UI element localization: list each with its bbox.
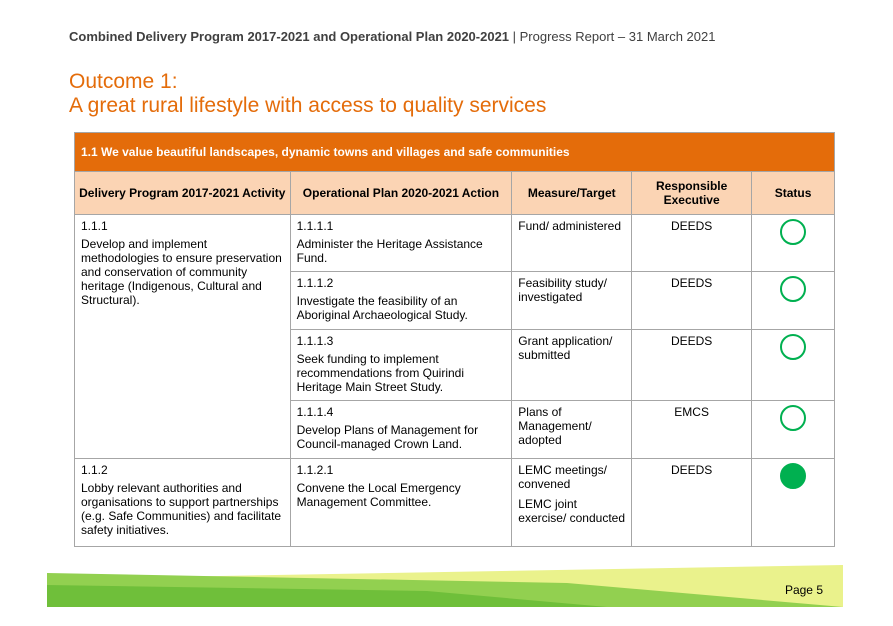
status-outline-green-circle-icon: [780, 219, 807, 245]
action-cell: 1.1.1.1 Administer the Heritage Assistan…: [289, 214, 513, 272]
status-outline-green-circle-icon: [780, 405, 807, 431]
outcome-title: Outcome 1: A great rural lifestyle with …: [69, 70, 546, 118]
table-row: 1.1.1.4 Develop Plans of Management for …: [75, 400, 835, 459]
page-number: Page 5: [784, 583, 823, 597]
action-text: Develop Plans of Management for Council-…: [296, 423, 479, 451]
table-row: 1.1.1.2 Investigate the feasibility of a…: [75, 271, 835, 330]
col-executive: Responsible Executive: [631, 171, 753, 215]
action-code: 1.1.1.4: [296, 405, 334, 419]
action-code: 1.1.1.3: [296, 334, 334, 348]
activity-code: 1.1.1: [81, 219, 108, 233]
outcome-title-line1: Outcome 1:: [69, 70, 178, 93]
activity-text: Develop and implement methodologies to e…: [81, 237, 282, 307]
measure-cell: Feasibility study/ investigated: [511, 271, 633, 330]
footer-decoration: [47, 565, 843, 607]
header-program-title: Combined Delivery Program 2017-2021 and …: [69, 29, 510, 44]
measure-cell: LEMC meetings/ convened LEMC joint exerc…: [511, 458, 633, 547]
measure-item: LEMC joint exercise/ conducted: [518, 497, 626, 525]
action-cell: 1.1.1.4 Develop Plans of Management for …: [289, 400, 513, 459]
col-measure: Measure/Target: [511, 171, 633, 215]
progress-table: 1.1 We value beautiful landscapes, dynam…: [74, 132, 835, 547]
status-filled-green-circle-icon: [780, 463, 807, 489]
action-text: Convene the Local Emergency Management C…: [296, 481, 461, 509]
col-status: Status: [751, 171, 835, 215]
measure-cell: Grant application/ submitted: [511, 329, 633, 401]
status-cell: [751, 458, 835, 547]
header-separator: |: [509, 29, 520, 44]
col-action: Operational Plan 2020-2021 Action: [289, 171, 513, 215]
measure-cell: Plans of Management/ adopted: [511, 400, 633, 459]
action-text: Administer the Heritage Assistance Fund.: [296, 237, 483, 265]
executive-cell: DEEDS: [631, 271, 753, 330]
action-text: Seek funding to implement recommendation…: [296, 352, 465, 394]
activity-text: Lobby relevant authorities and organisat…: [81, 481, 282, 537]
status-cell: [751, 400, 835, 459]
report-header: Combined Delivery Program 2017-2021 and …: [69, 29, 715, 44]
column-header-row: Delivery Program 2017-2021 Activity Oper…: [74, 171, 835, 215]
status-outline-green-circle-icon: [780, 276, 807, 302]
action-cell: 1.1.1.3 Seek funding to implement recomm…: [289, 329, 513, 401]
measure-item: LEMC meetings/ convened: [518, 463, 607, 491]
action-cell: 1.1.1.2 Investigate the feasibility of a…: [289, 271, 513, 330]
action-cell: 1.1.2.1 Convene the Local Emergency Mana…: [289, 458, 513, 547]
activity-code: 1.1.2: [81, 463, 108, 477]
measure-cell: Fund/ administered: [511, 214, 633, 272]
activity-cell: 1.1.1 Develop and implement methodologie…: [74, 214, 291, 459]
section-title: 1.1 We value beautiful landscapes, dynam…: [74, 132, 835, 172]
executive-cell: DEEDS: [631, 458, 753, 547]
table-row: 1.1.1 Develop and implement methodologie…: [74, 214, 835, 459]
status-cell: [751, 214, 835, 272]
col-activity: Delivery Program 2017-2021 Activity: [74, 171, 291, 215]
outcome-title-line2: A great rural lifestyle with access to q…: [69, 94, 547, 117]
action-code: 1.1.1.1: [296, 219, 334, 233]
executive-cell: DEEDS: [631, 329, 753, 401]
activity-cell: 1.1.2 Lobby relevant authorities and org…: [74, 458, 291, 547]
executive-cell: EMCS: [631, 400, 753, 459]
status-cell: [751, 271, 835, 330]
header-report-date: Progress Report – 31 March 2021: [519, 29, 716, 44]
action-code: 1.1.1.2: [296, 276, 334, 290]
table-row: 1.1.2 Lobby relevant authorities and org…: [74, 458, 835, 547]
action-code: 1.1.2.1: [296, 463, 334, 477]
section-header-row: 1.1 We value beautiful landscapes, dynam…: [74, 132, 835, 172]
executive-cell: DEEDS: [631, 214, 753, 272]
table-row: 1.1.1.3 Seek funding to implement recomm…: [75, 329, 835, 401]
status-outline-green-circle-icon: [780, 334, 807, 360]
action-text: Investigate the feasibility of an Aborig…: [296, 294, 468, 322]
status-cell: [751, 329, 835, 401]
